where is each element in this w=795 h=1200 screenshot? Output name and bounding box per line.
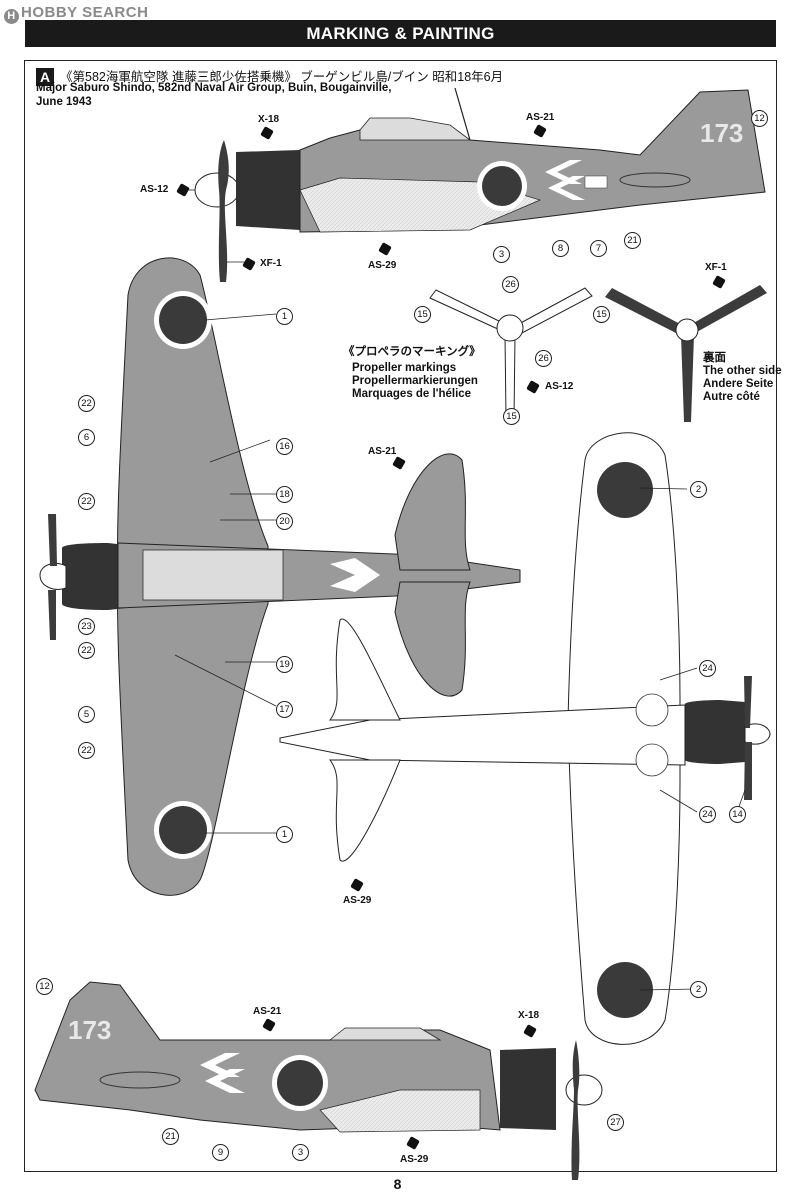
section-badge: A bbox=[36, 68, 54, 86]
paint-as21-top: AS-21 bbox=[526, 112, 555, 123]
side-view-right bbox=[34, 981, 603, 1180]
decal-2-lower: 2 bbox=[690, 981, 707, 998]
leader-lines bbox=[174, 189, 746, 991]
decal-8: 8 bbox=[552, 240, 569, 257]
tail-code-top: 173 bbox=[700, 118, 744, 148]
caption-english-line1: Major Saburo Shindo, 582nd Naval Air Gro… bbox=[36, 82, 392, 94]
decal-21-bottom: 21 bbox=[162, 1128, 179, 1145]
paint-as29-bottom: AS-29 bbox=[400, 1154, 429, 1165]
decal-15b: 15 bbox=[593, 306, 610, 323]
top-view bbox=[39, 257, 521, 896]
tail-code-bottom: 173 bbox=[68, 1015, 112, 1045]
decal-15c: 15 bbox=[503, 408, 520, 425]
page-number: 8 bbox=[393, 1176, 402, 1192]
decal-27: 27 bbox=[607, 1114, 624, 1131]
decal-5: 5 bbox=[78, 706, 95, 723]
paint-x18-bottom: X-18 bbox=[518, 1010, 540, 1021]
paint-as12: AS-12 bbox=[140, 184, 169, 195]
decal-18: 18 bbox=[276, 486, 293, 503]
decal-9: 9 bbox=[212, 1144, 229, 1161]
decal-1-upper: 1 bbox=[276, 308, 293, 325]
other-side-en: The other side bbox=[703, 365, 782, 377]
decal-26a: 26 bbox=[502, 276, 519, 293]
decal-17: 17 bbox=[276, 701, 293, 718]
decal-24a: 24 bbox=[699, 660, 716, 677]
decal-23: 23 bbox=[78, 618, 95, 635]
decal-22a: 22 bbox=[78, 395, 95, 412]
other-side-jp: 裏面 bbox=[703, 352, 726, 364]
decal-3-top: 3 bbox=[493, 246, 510, 263]
decal-14: 14 bbox=[729, 806, 746, 823]
caption-english-line2: June 1943 bbox=[36, 96, 92, 108]
propeller-front bbox=[429, 287, 593, 419]
decal-19: 19 bbox=[276, 656, 293, 673]
content-frame bbox=[24, 60, 777, 1172]
paint-xf1-prop: XF-1 bbox=[705, 262, 727, 273]
paint-as29-top: AS-29 bbox=[368, 260, 397, 271]
decal-20: 20 bbox=[276, 513, 293, 530]
paint-as12-prop: AS-12 bbox=[545, 381, 574, 392]
propeller-markings-en: Propeller markings bbox=[352, 362, 457, 374]
decal-24b: 24 bbox=[699, 806, 716, 823]
decal-15a: 15 bbox=[414, 306, 431, 323]
caption-japanese: 《第582海軍航空隊 進藤三郎少佐搭乗機》 ブーゲンビル島/ブイン 昭和18年6… bbox=[60, 70, 504, 84]
propeller-markings-title-jp: 《プロペラのマーキング》 bbox=[343, 346, 481, 358]
hobby-search-logo: H bbox=[4, 9, 19, 24]
propeller-markings-de: Propellermarkierungen bbox=[352, 375, 478, 387]
decal-3-bottom: 3 bbox=[292, 1144, 309, 1161]
decal-22d: 22 bbox=[78, 742, 95, 759]
paint-xf1: XF-1 bbox=[260, 258, 282, 269]
decal-22c: 22 bbox=[78, 642, 95, 659]
decal-1-lower: 1 bbox=[276, 826, 293, 843]
propeller-back bbox=[605, 285, 767, 422]
decal-12-top: 12 bbox=[751, 110, 768, 127]
paint-as29-mid: AS-29 bbox=[343, 895, 372, 906]
decal-12-bottom: 12 bbox=[36, 978, 53, 995]
watermark-text: HOBBY SEARCH bbox=[21, 4, 149, 21]
paint-as21-mid: AS-21 bbox=[368, 446, 397, 457]
decal-21-top: 21 bbox=[624, 232, 641, 249]
paint-as21-bottom: AS-21 bbox=[253, 1006, 282, 1017]
decal-2-upper: 2 bbox=[690, 481, 707, 498]
other-side-de: Andere Seite bbox=[703, 378, 774, 390]
decal-26b: 26 bbox=[535, 350, 552, 367]
bottom-view bbox=[279, 432, 771, 1045]
other-side-fr: Autre côté bbox=[703, 391, 760, 403]
page-title: MARKING & PAINTING bbox=[25, 20, 776, 47]
decal-16: 16 bbox=[276, 438, 293, 455]
side-view-left bbox=[194, 87, 766, 282]
propeller-markings-fr: Marquages de l'hélice bbox=[352, 388, 472, 400]
decal-22b: 22 bbox=[78, 493, 95, 510]
paint-x18-top: X-18 bbox=[258, 114, 280, 125]
decal-7: 7 bbox=[590, 240, 607, 257]
decal-6: 6 bbox=[78, 429, 95, 446]
